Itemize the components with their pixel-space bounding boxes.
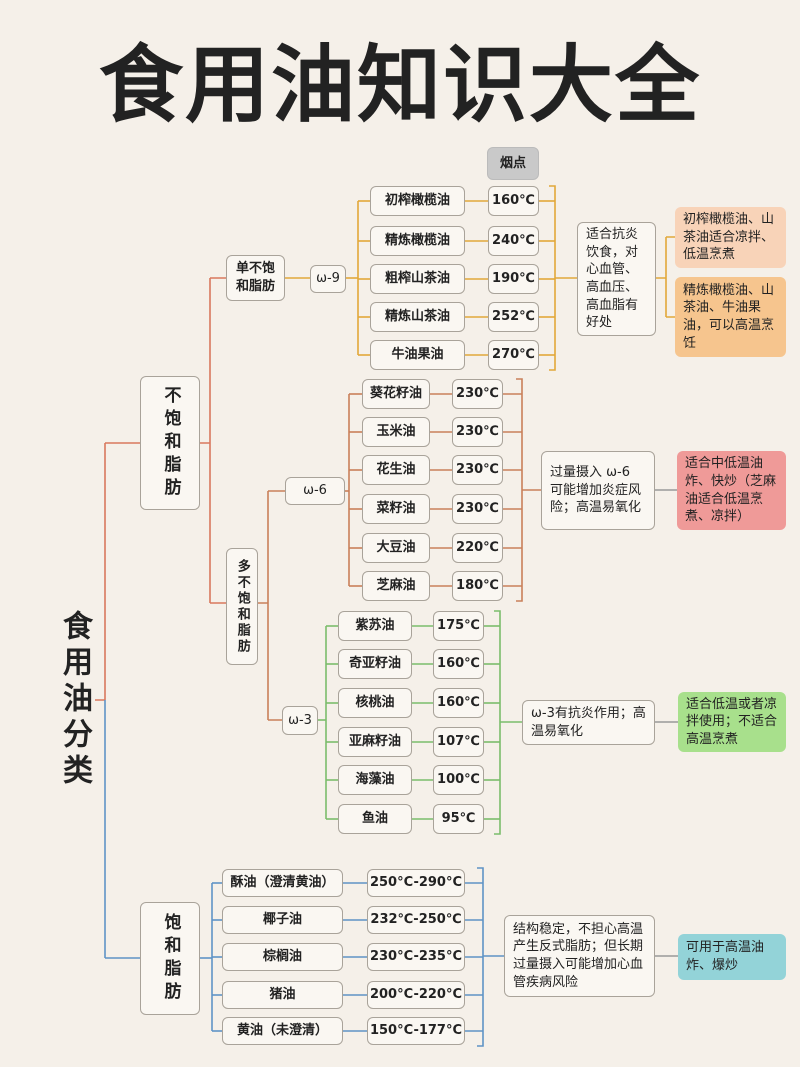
oil-name-box: 棕榈油 [222, 943, 343, 971]
oil-name-box: 核桃油 [338, 688, 412, 718]
connector-line [549, 185, 556, 371]
oil-name-box: 猪油 [222, 981, 343, 1009]
connector-line [494, 610, 501, 835]
oil-name-box: 精炼橄榄油 [370, 226, 465, 256]
oil-name-box: 芝麻油 [362, 571, 430, 601]
oil-name-box: 椰子油 [222, 906, 343, 934]
smoke-point-box: 230℃ [452, 417, 503, 447]
smoke-point-box: 270℃ [488, 340, 539, 370]
smoke-point-box: 160℃ [488, 186, 539, 216]
saturated-note-box: 可用于高温油炸、爆炒 [678, 934, 786, 980]
smoke-point-box: 160℃ [433, 688, 484, 718]
poly-box: 多不饱和脂肪 [226, 548, 258, 665]
smoke-point-box: 220℃ [452, 533, 503, 563]
saturated-box: 饱和脂肪 [140, 902, 200, 1015]
oil-name-box: 紫苏油 [338, 611, 412, 641]
smoke-point-box: 230℃ [452, 455, 503, 485]
omega3-box: ω-3 [282, 706, 318, 735]
oil-name-box: 酥油（澄清黄油） [222, 869, 343, 897]
omega3-note-box: 适合低温或者凉拌使用；不适合高温烹煮 [678, 692, 786, 752]
smoke-point-box: 240℃ [488, 226, 539, 256]
smoke-point-box: 107℃ [433, 727, 484, 757]
mono-note-box: 精炼橄榄油、山茶油、牛油果油，可以高温烹饪 [675, 277, 786, 357]
connector-line [516, 378, 523, 602]
oil-name-box: 初榨橄榄油 [370, 186, 465, 216]
smoke-point-box: 175℃ [433, 611, 484, 641]
smoke-point-box: 95℃ [433, 804, 484, 834]
smoke-point-box: 100℃ [433, 765, 484, 795]
oil-name-box: 花生油 [362, 455, 430, 485]
connector-line [477, 867, 484, 1047]
page-title: 食用油知识大全 [98, 36, 701, 134]
root-label: 食用油分类 [57, 610, 92, 790]
oil-name-box: 鱼油 [338, 804, 412, 834]
mono-note-box: 初榨橄榄油、山茶油适合凉拌、低温烹煮 [675, 207, 786, 268]
connector-line [95, 443, 106, 701]
smoke-point-header: 烟点 [487, 147, 539, 180]
oil-name-box: 玉米油 [362, 417, 430, 447]
oil-name-box: 精炼山茶油 [370, 302, 465, 332]
smoke-point-box: 232℃-250℃ [367, 906, 465, 934]
smoke-point-box: 250°C-290°C [367, 869, 465, 897]
smoke-point-box: 150°C-177°C [367, 1017, 465, 1045]
connector-line [258, 490, 285, 721]
saturated-desc-box: 结构稳定，不担心高温产生反式脂肪；但长期过量摄入可能增加心血管疾病风险 [504, 915, 655, 997]
omega6-note-box: 适合中低温油炸、快炒（芝麻油适合低温烹煮、凉拌） [677, 451, 786, 530]
mono-desc-box: 适合抗炎饮食，对心血管、高血压、高血脂有好处 [577, 222, 656, 336]
oil-name-box: 粗榨山茶油 [370, 264, 465, 294]
smoke-point-box: 200°C-220°C [367, 981, 465, 1009]
oil-name-box: 大豆油 [362, 533, 430, 563]
smoke-point-box: 252℃ [488, 302, 539, 332]
smoke-point-box: 230℃ [452, 379, 503, 409]
omega6-desc-box: 过量摄入 ω-6 可能增加炎症风险；高温易氧化 [541, 451, 655, 530]
smoke-point-box: 180℃ [452, 571, 503, 601]
omega9-box: ω-9 [310, 265, 346, 293]
oil-name-box: 黄油（未澄清） [222, 1017, 343, 1045]
connector-line [656, 236, 675, 318]
mono-box: 单不饱和脂肪 [226, 255, 285, 301]
smoke-point-box: 160℃ [433, 649, 484, 679]
oil-name-box: 奇亚籽油 [338, 649, 412, 679]
oil-name-box: 亚麻籽油 [338, 727, 412, 757]
oil-name-box: 海藻油 [338, 765, 412, 795]
unsaturated-box: 不饱和脂肪 [140, 376, 200, 510]
connector-line [200, 277, 226, 604]
omega3-desc-box: ω-3有抗炎作用；高温易氧化 [522, 700, 655, 745]
smoke-point-box: 230°C-235°C [367, 943, 465, 971]
omega6-box: ω-6 [285, 477, 345, 505]
oil-name-box: 菜籽油 [362, 494, 430, 524]
smoke-point-box: 230℃ [452, 494, 503, 524]
oil-name-box: 葵花籽油 [362, 379, 430, 409]
oil-name-box: 牛油果油 [370, 340, 465, 370]
smoke-point-box: 190℃ [488, 264, 539, 294]
